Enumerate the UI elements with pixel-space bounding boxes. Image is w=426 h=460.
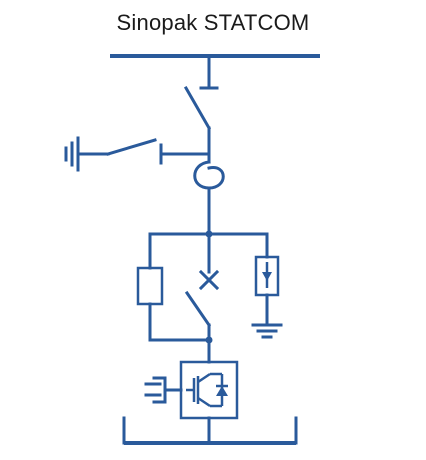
current-transformer: [193, 160, 225, 236]
bypass-resistor-branch: [136, 232, 211, 342]
igbt-emitter: [197, 396, 211, 408]
bottom-bus: [122, 416, 298, 445]
circuit-breaker: [184, 232, 220, 364]
resistor: [136, 266, 164, 306]
earthing-switch: [64, 136, 211, 172]
dc-capacitor: [144, 376, 183, 404]
main-disconnector: [183, 54, 219, 164]
diagram-title: Sinopak STATCOM: [116, 10, 310, 35]
arrester-triangle: [262, 272, 272, 281]
igbt-collector: [197, 372, 211, 384]
earth-switch-blade: [106, 138, 157, 156]
disconnector-blade: [183, 85, 212, 131]
ct-loop: [193, 160, 225, 190]
surge-arrester-branch: [251, 232, 283, 339]
statcom-converter-module: [179, 360, 239, 420]
diode-triangle: [216, 386, 228, 396]
breaker-blade: [184, 290, 212, 328]
breaker-cross-2: [198, 269, 220, 291]
junction-node-lower: [205, 336, 213, 344]
